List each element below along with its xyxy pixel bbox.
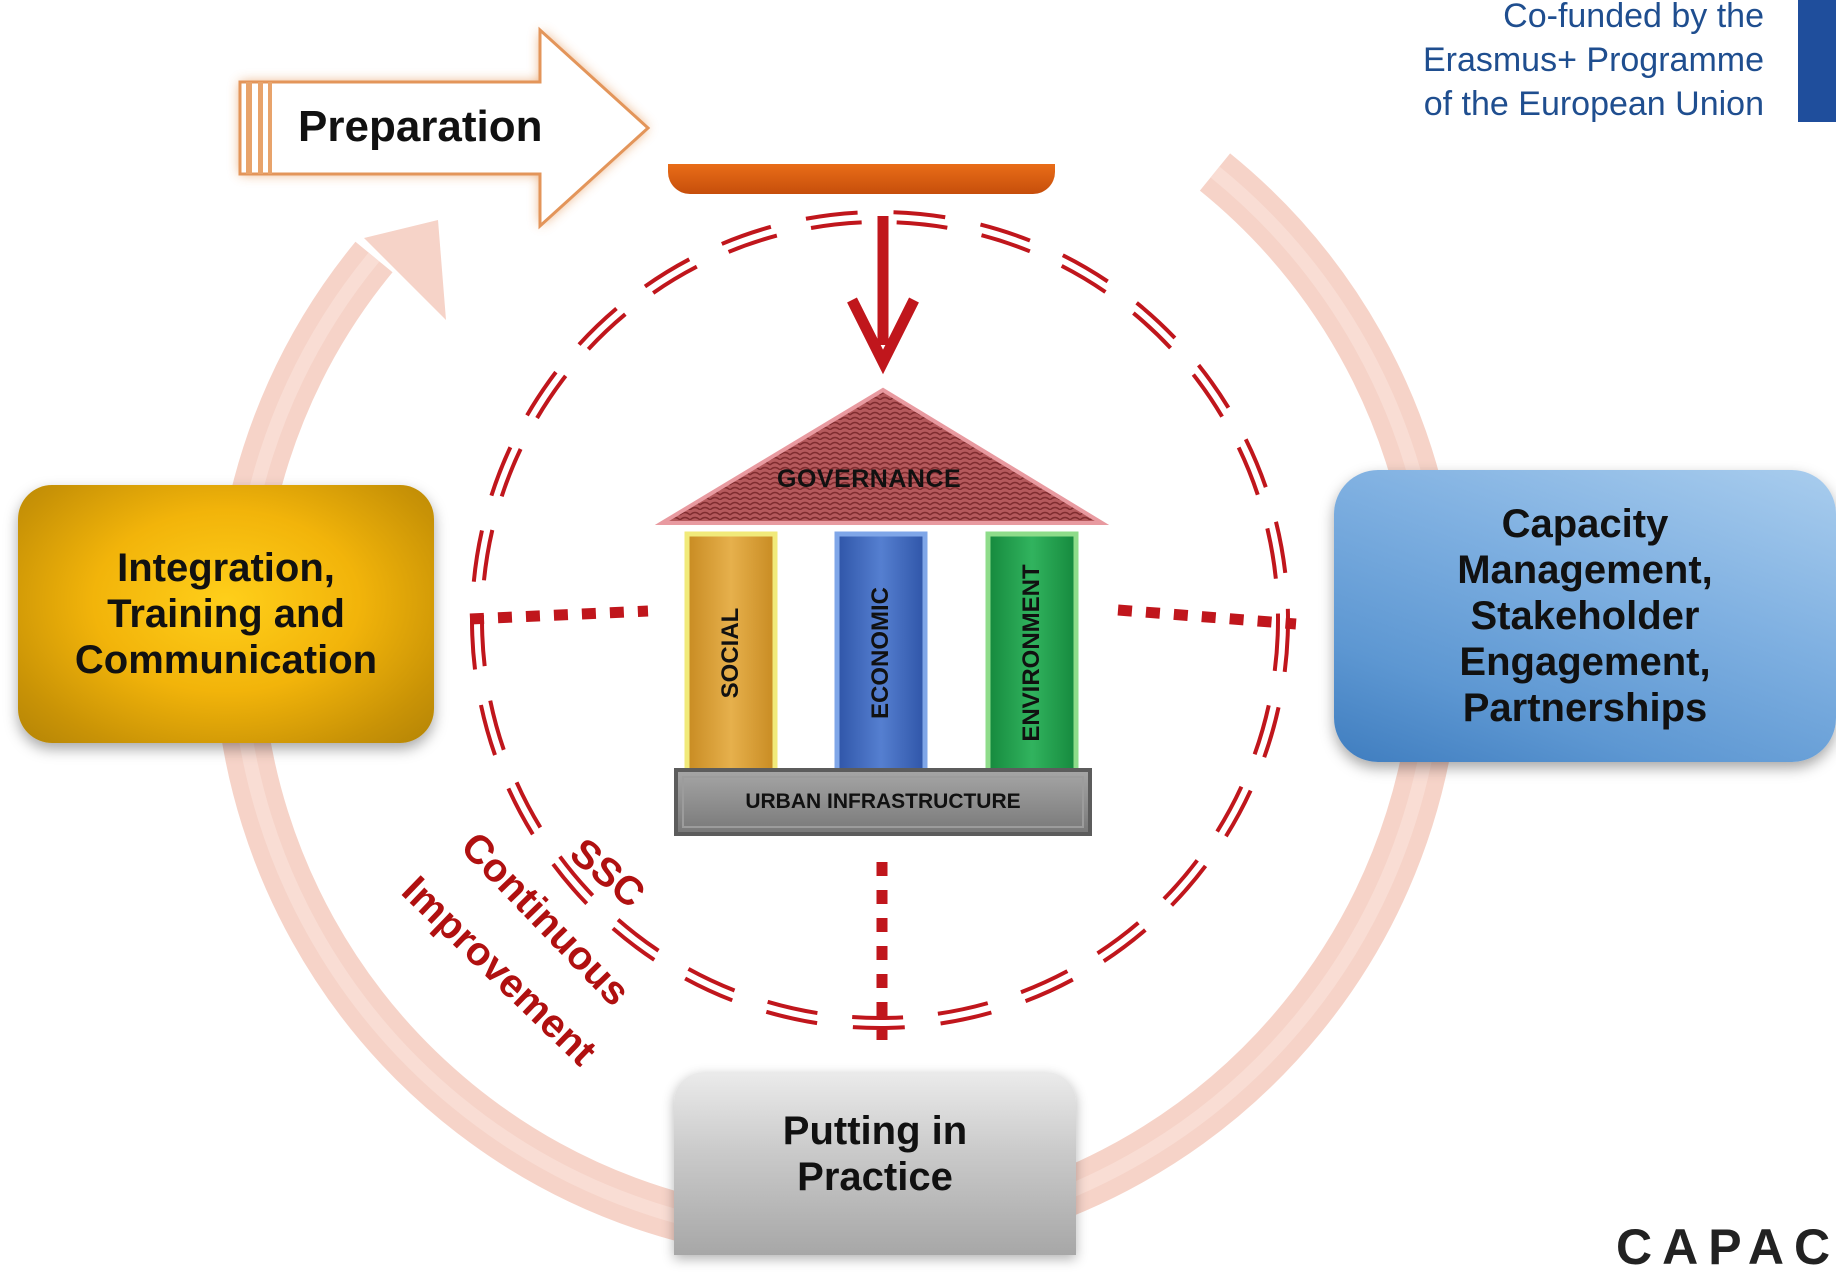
integration-line-1: Integration, [117,546,335,590]
practice-line-2: Practice [797,1154,953,1199]
pillar-economic-label: ECONOMIC [867,587,894,719]
capacity-line-5: Partnerships [1462,686,1708,730]
urban-infrastructure-label: URBAN INFRASTRUCTURE [745,790,1021,813]
pillar-social-label: SOCIAL [717,607,744,699]
integration-box: Integration, Training and Communication [18,485,434,743]
capacity-line-1: Capacity [1501,502,1669,546]
eu-cofunding-text: Co-funded by the Erasmus+ Programme of t… [1344,0,1764,126]
cycle-arrow-icon [364,220,446,320]
preparation-label: Preparation [298,102,543,151]
capacity-line-4: Engagement, [1459,640,1711,684]
building [654,387,1110,836]
practice-box: Putting in Practice [674,1072,1076,1255]
practice-line-1: Putting in [782,1108,968,1153]
pillar-environment-label: ENVIRONMENT [1018,564,1045,742]
eu-line-2: Erasmus+ Programme [1422,41,1764,79]
top-phase-box [668,164,1055,194]
dotted-connectors [469,604,1297,1040]
eu-line-1: Co-funded by the [1503,0,1764,35]
arrow-right-icon [238,26,651,230]
capacity-box: Capacity Management, Stakeholder Engagem… [1334,470,1836,762]
arrow-down-icon [847,216,919,375]
integration-line-3: Communication [74,638,378,682]
capacity-line-2: Management, [1457,548,1713,592]
integration-line-2: Training and [107,592,345,636]
eu-line-3: of the European Union [1423,85,1764,123]
capac-logo: CAPAC [1616,1219,1836,1275]
governance-label: GOVERNANCE [777,465,962,493]
capacity-line-3: Stakeholder [1470,594,1700,638]
eu-flag-icon [1798,0,1836,122]
